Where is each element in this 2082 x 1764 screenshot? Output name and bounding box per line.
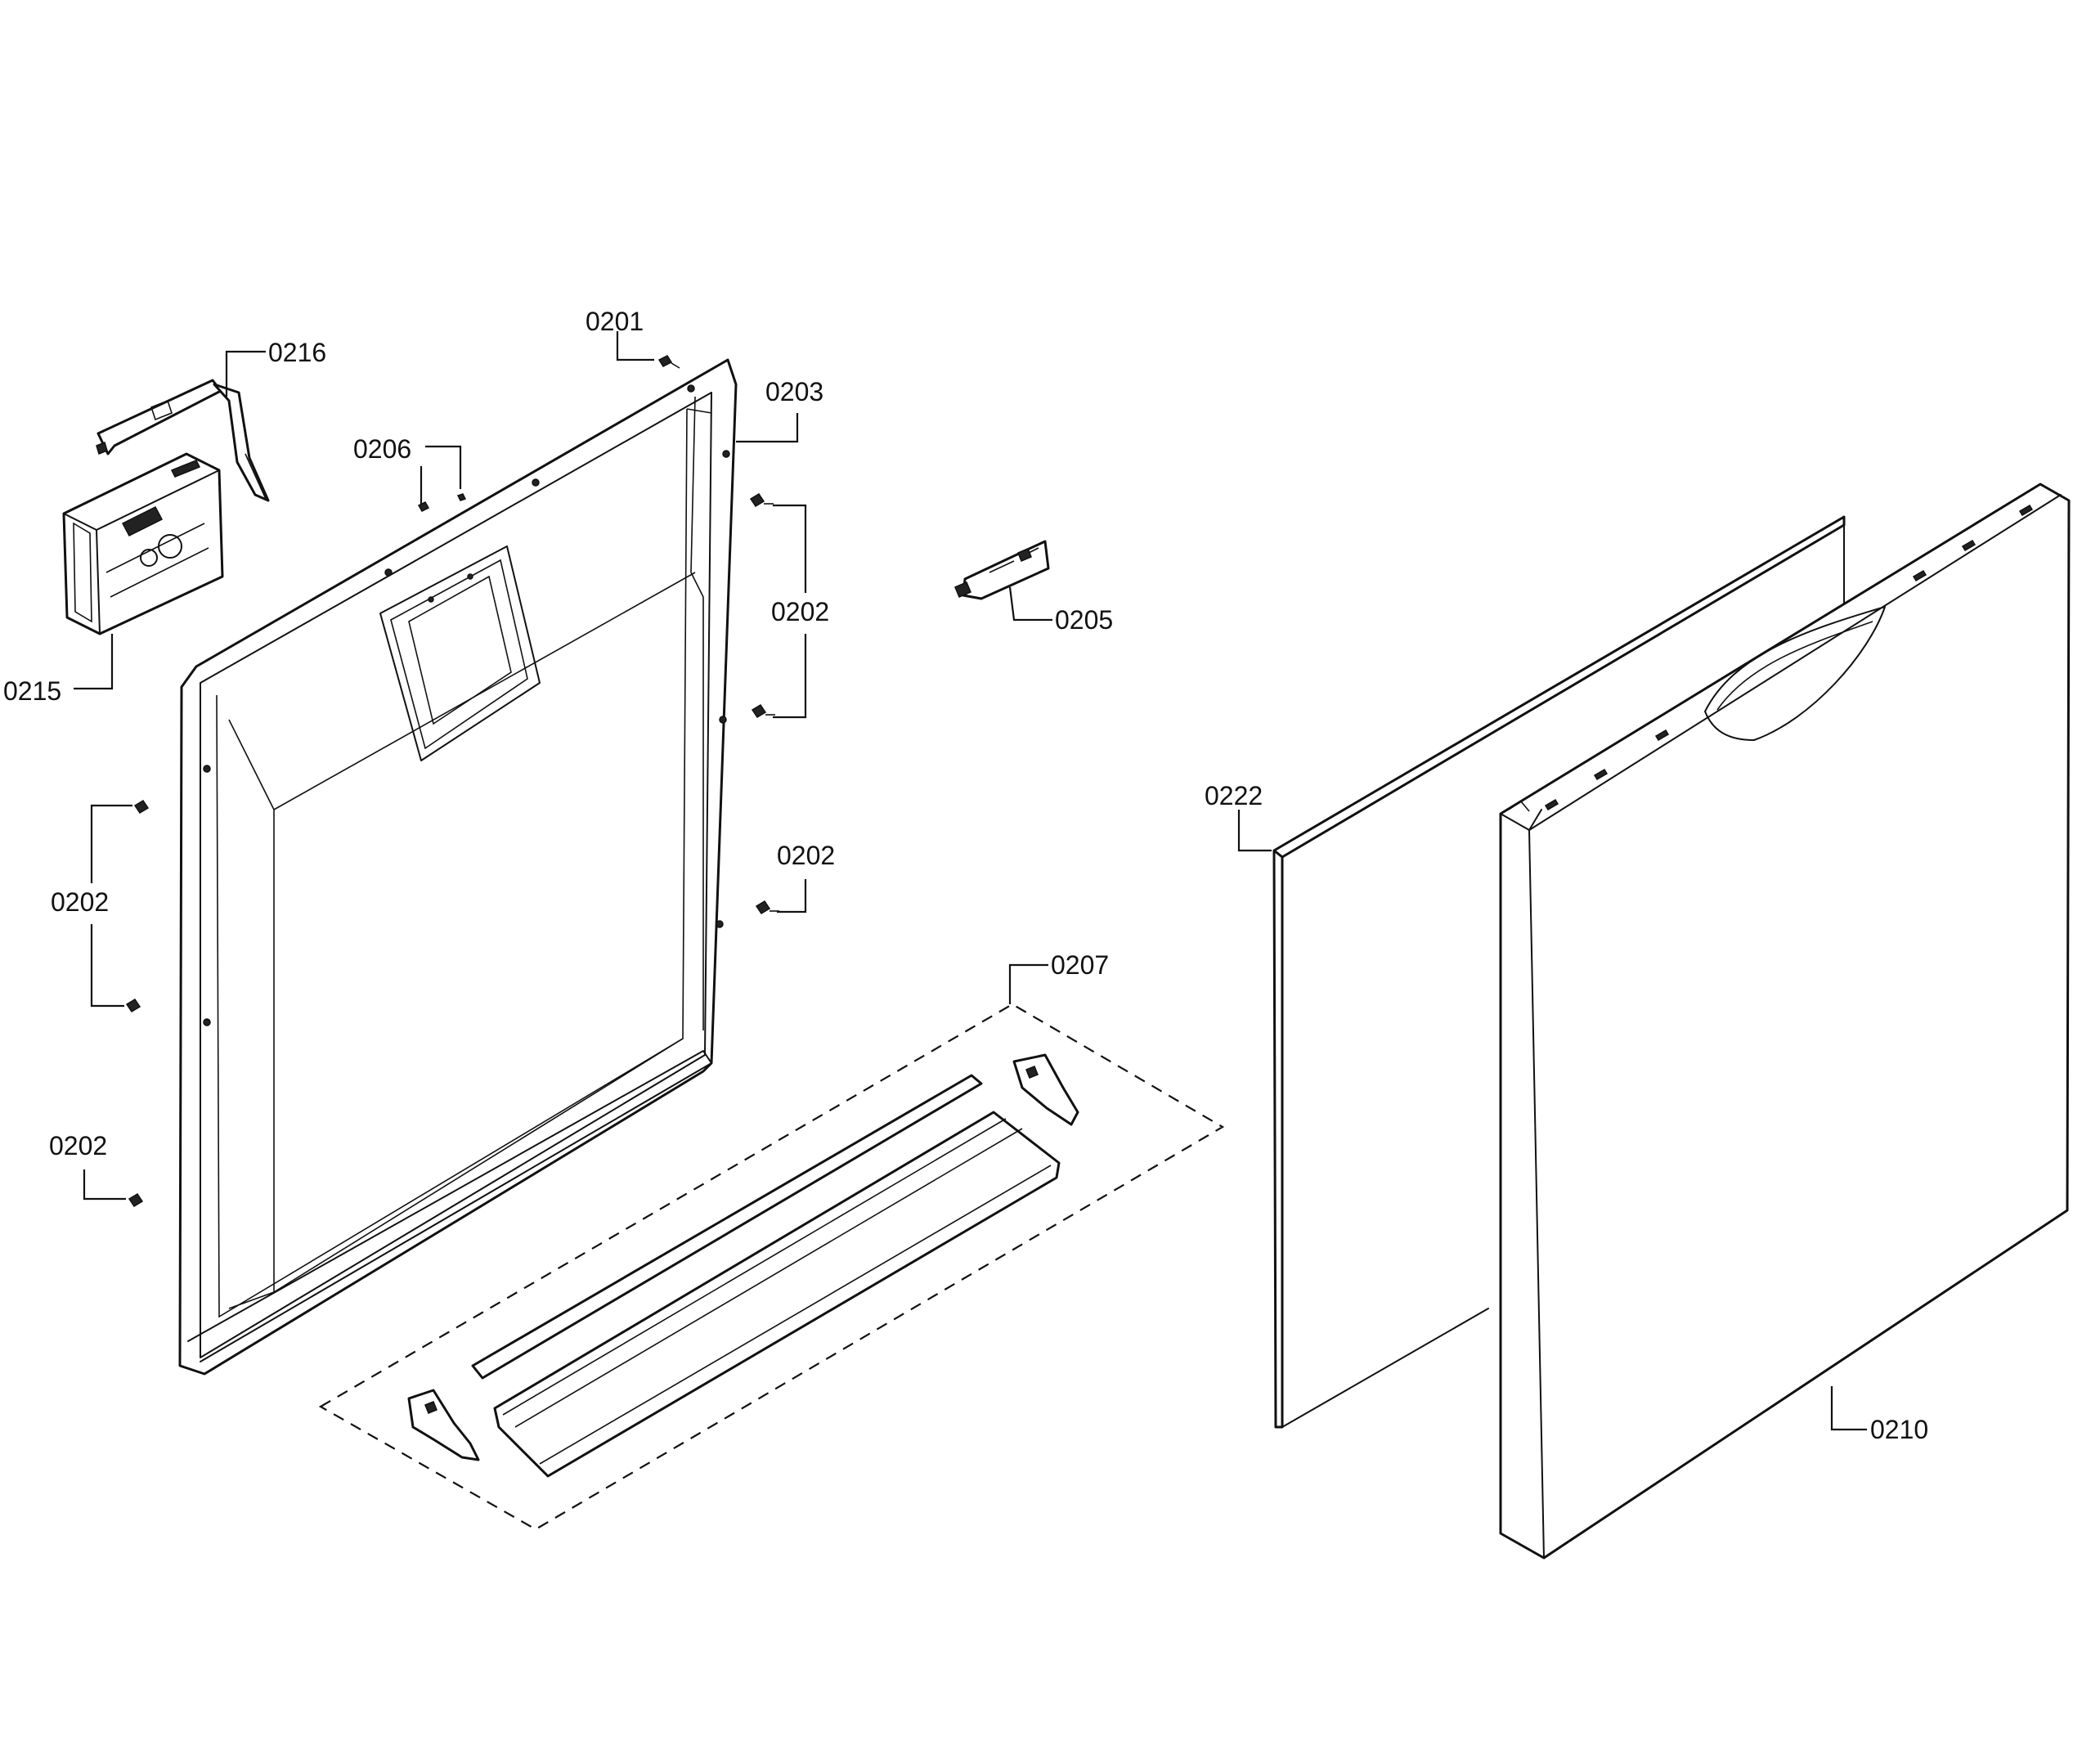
callout-0207: 0207	[1051, 950, 1109, 980]
screw-0202-left-top	[133, 799, 150, 815]
screw-0202-right-upper	[749, 492, 774, 508]
inner-door-panel-0203	[178, 358, 738, 1376]
screw-0202-right-lower	[755, 900, 779, 915]
hinge-part-0205	[954, 540, 1050, 600]
detergent-dispenser-0215	[62, 452, 224, 635]
callout-0202-left-low: 0202	[49, 1131, 107, 1160]
callout-0216: 0216	[268, 338, 326, 367]
callout-0201: 0201	[586, 307, 644, 336]
callout-0202-right-lower: 0202	[777, 841, 835, 870]
callout-0202-right-upper: 0202	[771, 597, 829, 626]
callout-0222: 0222	[1205, 781, 1263, 810]
callout-0210: 0210	[1870, 1415, 1928, 1444]
screw-0202-left-low	[128, 1192, 144, 1208]
callout-labels: 0201 0203 0206 0216 0215 0202 0202 0202 …	[3, 307, 1928, 1444]
screw-0202-right-mid	[751, 703, 775, 719]
bracket-0216	[96, 379, 270, 502]
screw-0202-left-mid	[125, 998, 141, 1013]
callout-0206: 0206	[353, 434, 411, 464]
outer-door-0210	[1499, 483, 2071, 1560]
leader-lines	[74, 331, 1867, 1431]
decor-panel-0222	[1272, 515, 1846, 1429]
callout-0215: 0215	[3, 676, 61, 706]
screw-0206	[417, 493, 467, 512]
kick-plate-group-0207	[318, 1003, 1225, 1531]
screw-0201	[657, 355, 680, 369]
callout-0205: 0205	[1055, 605, 1113, 635]
callout-0202-left-mid: 0202	[51, 887, 109, 917]
callout-0203: 0203	[765, 377, 823, 406]
